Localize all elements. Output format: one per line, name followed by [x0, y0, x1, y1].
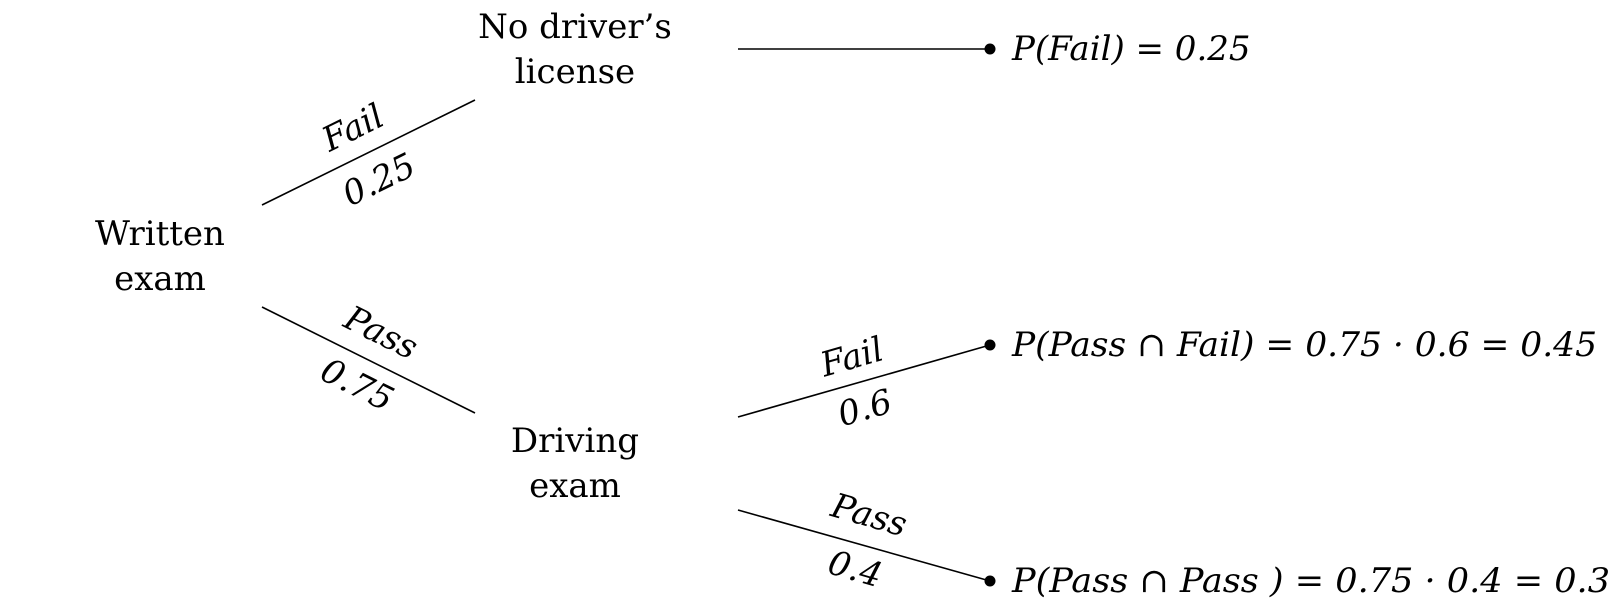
node-no-license: No driver’s license [478, 7, 672, 92]
branch-root-pass-prob: 0.75 [314, 350, 400, 420]
node-driving-exam-line2: exam [529, 466, 621, 506]
node-no-license-line2: license [515, 52, 635, 92]
outcome-fail: P(Fail) = 0.25 [1011, 29, 1251, 69]
node-driving-exam-line1: Driving [511, 421, 639, 461]
node-written-exam: Written exam [95, 214, 225, 299]
branch-driving-pass-prob: 0.4 [824, 543, 887, 596]
branch-root-pass-label: Pass [337, 298, 424, 368]
node-driving-exam: Driving exam [511, 421, 639, 506]
leaf-dot-pass-fail [984, 339, 996, 351]
leaf-dot-fail [984, 43, 996, 55]
branch-root-fail-label: Fail [315, 96, 390, 160]
node-no-license-line1: No driver’s [478, 7, 672, 47]
branch-root-fail-prob: 0.25 [336, 145, 422, 214]
outcome-pass-pass: P(Pass ∩ Pass ) = 0.75 · 0.4 = 0.3 [1011, 561, 1610, 601]
leaf-dot-pass-pass [984, 575, 996, 587]
branch-root-pass [261, 306, 476, 414]
outcome-pass-fail: P(Pass ∩ Fail) = 0.75 · 0.6 = 0.45 [1011, 325, 1597, 365]
node-written-exam-line1: Written [95, 214, 225, 254]
branch-root-fail [261, 99, 476, 206]
node-written-exam-line2: exam [114, 259, 206, 299]
branch-driving-fail [737, 344, 991, 418]
branch-driving-pass-label: Pass [826, 485, 912, 545]
branch-driving-fail-prob: 0.6 [833, 382, 896, 435]
branch-driving-pass [737, 509, 991, 582]
